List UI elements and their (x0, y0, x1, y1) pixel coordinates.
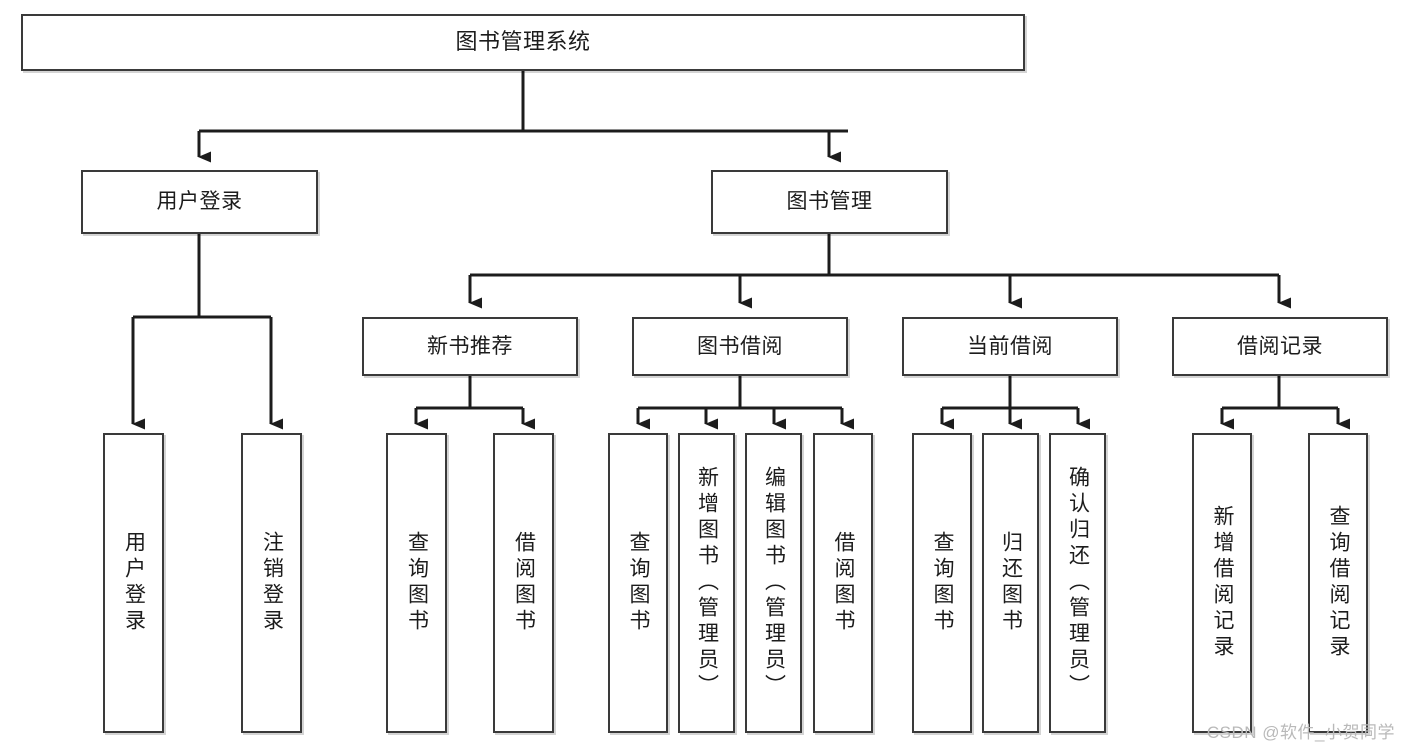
leaf-borrow-book[interactable]: 借阅图书 (813, 433, 873, 733)
node-label: 查询图书 (405, 531, 429, 635)
leaf-user-logout[interactable]: 注销登录 (241, 433, 302, 733)
node-label: 注销登录 (260, 531, 284, 635)
leaf-query-book-current[interactable]: 查询图书 (912, 433, 972, 733)
node-book-management[interactable]: 图书管理 (711, 170, 948, 234)
watermark-text: CSDN @软件_小贺同学 (1206, 723, 1395, 742)
node-label: 归还图书 (999, 531, 1023, 635)
leaf-add-book-admin[interactable]: 新增图书（管理员） (678, 433, 735, 733)
node-label: 查询图书 (627, 531, 651, 635)
node-label: 图书管理 (786, 190, 873, 214)
leaf-user-login[interactable]: 用户登录 (103, 433, 164, 733)
node-new-book-recommendation[interactable]: 新书推荐 (362, 317, 578, 376)
leaf-query-borrowing-record[interactable]: 查询借阅记录 (1308, 433, 1368, 733)
leaf-confirm-return-admin[interactable]: 确认归还（管理员） (1049, 433, 1106, 733)
node-label: 新增图书（管理员） (695, 466, 719, 700)
leaf-borrow-book-new-rec[interactable]: 借阅图书 (493, 433, 554, 733)
node-label: 新书推荐 (427, 334, 513, 358)
node-borrowing-record[interactable]: 借阅记录 (1172, 317, 1388, 376)
node-label: 借阅图书 (832, 531, 856, 635)
node-label: 用户登录 (156, 190, 243, 214)
node-label: 图书借阅 (697, 334, 783, 358)
leaf-add-borrowing-record[interactable]: 新增借阅记录 (1192, 433, 1252, 733)
leaf-edit-book-admin[interactable]: 编辑图书（管理员） (745, 433, 802, 733)
node-label: 用户登录 (122, 531, 146, 635)
node-label: 确认归还（管理员） (1066, 466, 1090, 700)
node-label: 查询图书 (931, 531, 955, 635)
node-label: 查询借阅记录 (1327, 505, 1351, 661)
leaf-query-book-new-rec[interactable]: 查询图书 (386, 433, 447, 733)
node-label: 图书管理系统 (455, 29, 591, 55)
node-root-book-management-system[interactable]: 图书管理系统 (21, 14, 1025, 71)
node-label: 新增借阅记录 (1211, 505, 1235, 661)
node-label: 借阅图书 (512, 531, 536, 635)
node-user-login[interactable]: 用户登录 (81, 170, 318, 234)
node-current-borrowing[interactable]: 当前借阅 (902, 317, 1118, 376)
node-book-borrowing[interactable]: 图书借阅 (632, 317, 848, 376)
leaf-return-book[interactable]: 归还图书 (982, 433, 1039, 733)
node-label: 借阅记录 (1237, 334, 1323, 358)
node-label: 当前借阅 (967, 334, 1053, 358)
leaf-query-book-borrow[interactable]: 查询图书 (608, 433, 668, 733)
node-label: 编辑图书（管理员） (762, 466, 786, 700)
